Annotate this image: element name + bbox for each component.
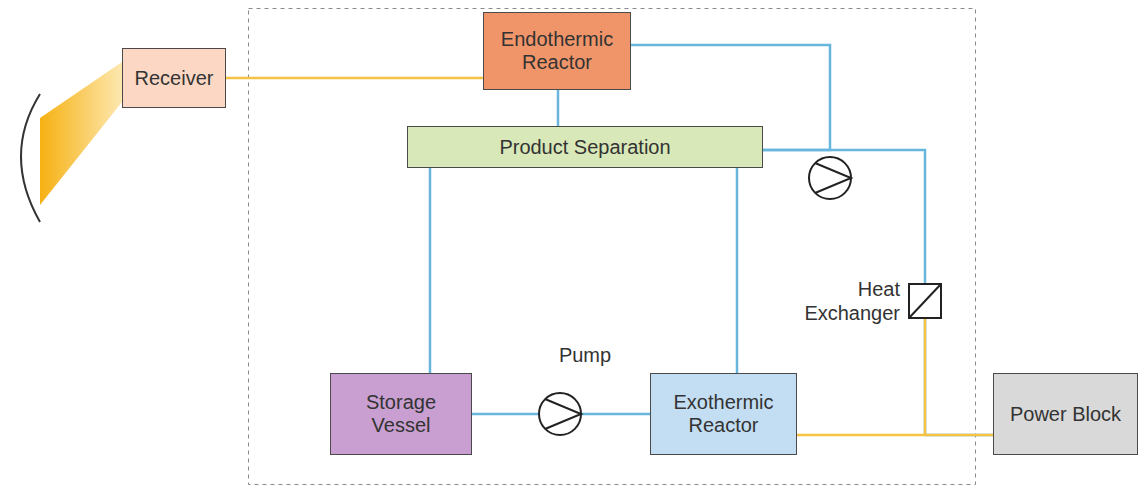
flow-line <box>736 168 739 373</box>
heat-exchanger-symbol <box>909 284 941 318</box>
process-box: Product Separation <box>407 126 763 168</box>
box-label: Product Separation <box>499 136 670 159</box>
sun-beam <box>40 62 122 205</box>
box-label: Power Block <box>1010 403 1121 426</box>
pump-symbol <box>539 393 581 435</box>
box-label: Receiver <box>135 67 214 90</box>
process-box: Power Block <box>993 373 1138 455</box>
flow-line <box>429 168 432 373</box>
system-boundary <box>249 9 976 485</box>
pump-symbol <box>809 157 851 199</box>
process-box: Endothermic Reactor <box>483 12 631 90</box>
component-label: Heat Exchanger <box>790 277 900 325</box>
process-box: Storage Vessel <box>330 373 472 455</box>
heat-line <box>924 318 927 435</box>
process-box: Exothermic Reactor <box>650 373 797 455</box>
box-label: Exothermic Reactor <box>657 391 790 437</box>
component-label: Pump <box>540 343 630 367</box>
concentrator-mirror <box>21 94 40 222</box>
flow-line <box>557 90 560 126</box>
process-box: Receiver <box>122 48 226 108</box>
box-label: Endothermic Reactor <box>490 28 624 74</box>
flow-line <box>797 434 993 437</box>
flow-line <box>226 77 483 80</box>
box-label: Storage Vessel <box>337 391 465 437</box>
flow-line <box>763 150 993 435</box>
